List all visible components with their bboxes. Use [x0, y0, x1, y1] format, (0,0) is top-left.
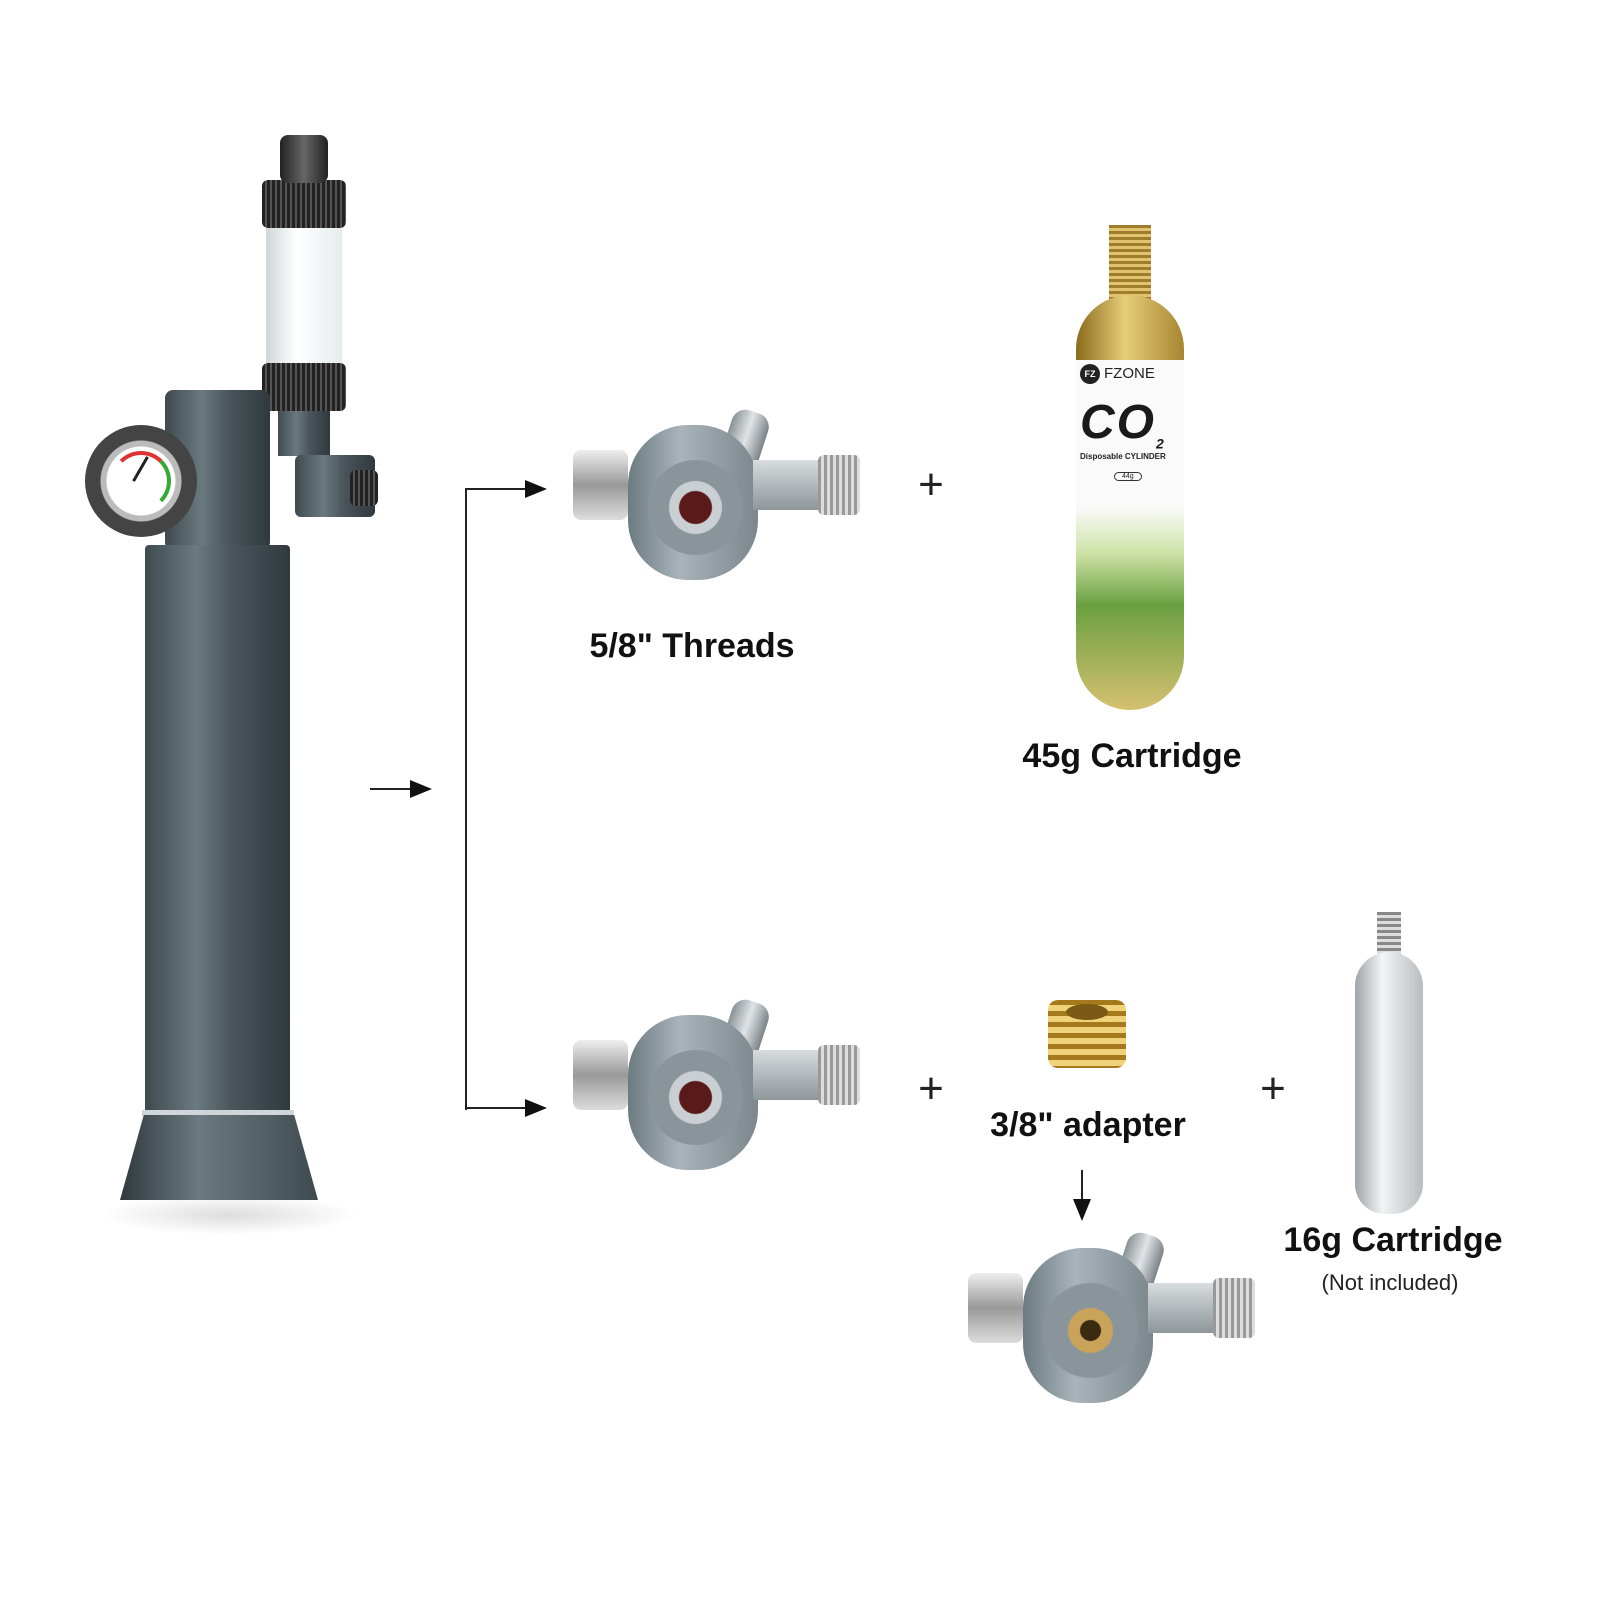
weight-badge: 44g [1114, 472, 1142, 481]
valve-arm [753, 1050, 823, 1100]
bubble-counter-cap [262, 180, 346, 228]
co2-title: CO2 [1080, 395, 1166, 452]
label-45g-cartridge: 45g Cartridge [1022, 737, 1242, 775]
valve-arm [753, 460, 823, 510]
brass-adapter [1048, 1000, 1126, 1068]
hex-nut [573, 1040, 628, 1110]
bubble-counter-top [280, 135, 328, 183]
knurled-knob [818, 455, 860, 515]
bubble-counter-tube [266, 228, 342, 363]
gauge-scale [111, 451, 171, 511]
adapter-port [1043, 1283, 1138, 1378]
bracket-top-arm [465, 488, 527, 490]
thread-port [648, 1050, 743, 1145]
brand-text: FZONE [1104, 365, 1155, 382]
bracket-line [465, 488, 467, 1110]
needle-valve-knob [350, 470, 378, 506]
valve-head-5-8 [573, 405, 863, 585]
label-16g-cartridge: 16g Cartridge [1283, 1221, 1503, 1259]
valve-head-with-adapter [968, 1228, 1258, 1408]
arrow-down [1081, 1170, 1083, 1202]
label-adapter: 3/8" adapter [990, 1106, 1186, 1144]
fzone-logo: FZ [1080, 364, 1100, 384]
cartridge-45g: FZ FZONE CO2 Disposable CYLINDER 44g [1076, 225, 1184, 710]
cartridge-shell [1355, 952, 1423, 1214]
arrow-main-head [410, 780, 432, 798]
cartridge-label: FZ FZONE CO2 Disposable CYLINDER 44g [1076, 360, 1184, 710]
thread-port [648, 460, 743, 555]
co2-regulator [80, 125, 400, 1235]
plus-sign-2: + [918, 1064, 944, 1113]
bubble-counter-stem [278, 411, 330, 456]
arrow-down-head [1073, 1199, 1091, 1221]
base-ring [142, 1110, 294, 1116]
cartridge-16g [1355, 912, 1423, 1214]
bracket-bottom-arm [465, 1107, 527, 1109]
pressure-gauge [85, 425, 197, 537]
cylinder-body [145, 545, 290, 1115]
disposable-text: Disposable CYLINDER [1080, 452, 1166, 461]
co2-text: CO [1080, 396, 1156, 449]
hex-nut [573, 450, 628, 520]
cartridge-thread [1109, 225, 1151, 305]
arrow-bottom-head [525, 1099, 547, 1117]
co2-subscript: 2 [1156, 435, 1166, 452]
label-not-included: (Not included) [1321, 1270, 1459, 1295]
arrow-main [370, 788, 412, 790]
label-threads: 5/8" Threads [589, 627, 795, 665]
base [120, 1115, 318, 1200]
arrow-top-head [525, 480, 547, 498]
adapter-hole [1066, 1004, 1108, 1020]
bubble-counter-bottom [262, 363, 346, 411]
hex-nut [968, 1273, 1023, 1343]
plus-sign-3: + [1260, 1064, 1286, 1113]
base-shadow [100, 1195, 360, 1235]
knurled-knob [1213, 1278, 1255, 1338]
valve-arm [1148, 1283, 1218, 1333]
valve-head-3-8 [573, 995, 863, 1175]
plus-sign-1: + [918, 460, 944, 509]
knurled-knob [818, 1045, 860, 1105]
